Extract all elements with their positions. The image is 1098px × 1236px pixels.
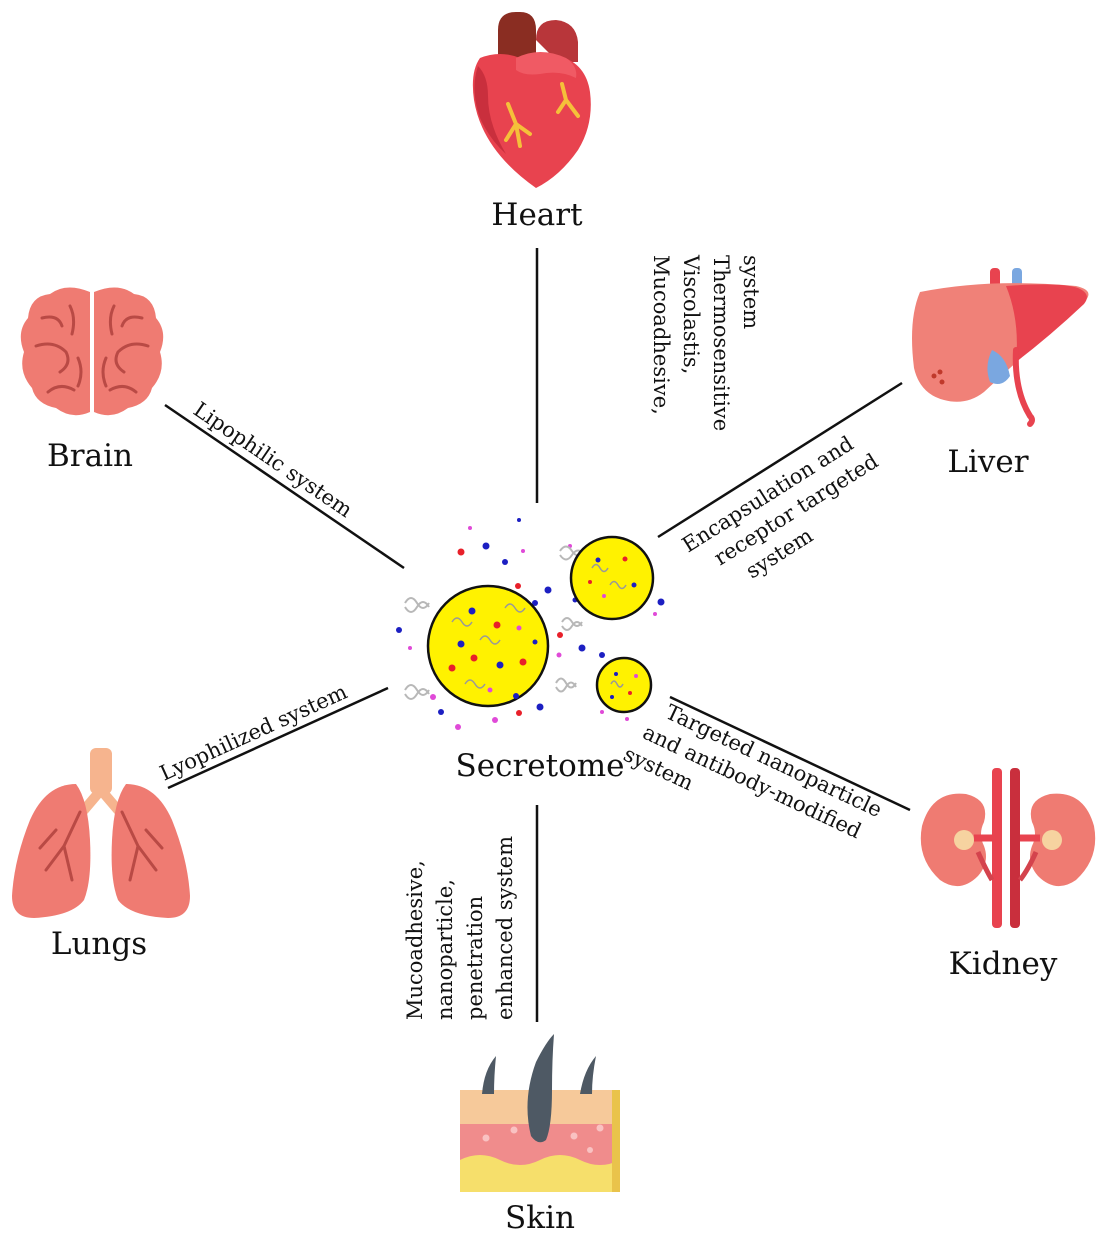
brain-label: Brain	[47, 438, 133, 474]
vesicle-cargo	[448, 556, 638, 699]
secretome-label: Secretome	[456, 748, 625, 784]
connector-label-brain: Lipophilic system	[189, 397, 357, 522]
dna-strand-icons	[404, 545, 585, 700]
liver-label: Liver	[947, 444, 1028, 480]
skin-icon	[460, 1034, 620, 1192]
connector-label-lungs: Lyophilized system	[156, 679, 351, 785]
connector-lungs	[167, 686, 389, 790]
heart-icon	[472, 12, 591, 188]
connector-label-kidney: Targeted nanoparticle and antibody-modif…	[620, 691, 892, 875]
scattered-particles	[396, 518, 665, 730]
lungs-label: Lungs	[51, 926, 147, 962]
vesicle-medium	[569, 535, 655, 621]
vesicle-large	[426, 584, 550, 708]
secretome-cluster	[396, 518, 665, 730]
brain-icon	[20, 287, 164, 416]
kidney-icon	[920, 768, 1096, 928]
skin-label: Skin	[505, 1200, 575, 1236]
lungs-icon	[12, 748, 190, 918]
kidney-label: Kidney	[949, 946, 1058, 982]
connector-label-heart: Mucoadhesive, Viscolastis, Thermosensiti…	[649, 254, 763, 438]
connector-brain	[164, 403, 405, 570]
connector-liver	[657, 381, 903, 539]
connector-label-liver: Encapsulation and receptor targeted syst…	[678, 422, 903, 605]
heart-label: Heart	[491, 197, 583, 233]
liver-icon	[912, 268, 1089, 427]
vesicle-small	[595, 656, 653, 714]
connector-label-skin: Mucoadhesive, nanoparticle, penetration …	[403, 836, 517, 1020]
vesicle-dna-cargo	[451, 563, 627, 689]
connector-kidney	[669, 695, 911, 812]
